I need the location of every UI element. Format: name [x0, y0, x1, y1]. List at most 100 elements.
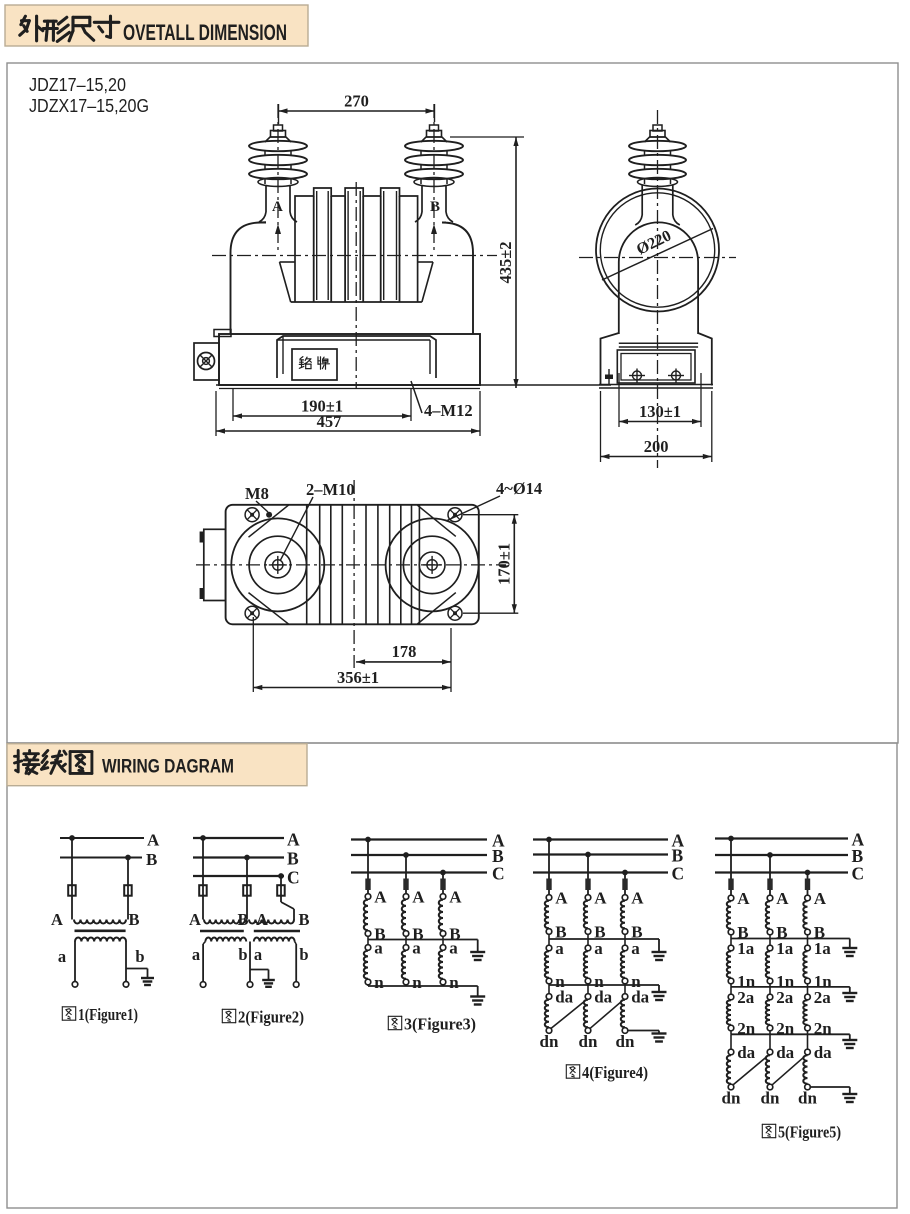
- svg-text:a: a: [254, 945, 262, 964]
- svg-text:B: B: [430, 199, 440, 215]
- svg-text:M8: M8: [245, 484, 269, 503]
- svg-text:dn: dn: [616, 1032, 635, 1051]
- svg-text:B: B: [631, 923, 642, 942]
- svg-text:n: n: [449, 973, 459, 992]
- svg-text:C: C: [672, 864, 685, 884]
- svg-text:356±1: 356±1: [337, 668, 379, 687]
- svg-text:2n: 2n: [776, 1019, 795, 1038]
- svg-text:dn: dn: [798, 1089, 817, 1108]
- svg-text:2a: 2a: [737, 988, 755, 1007]
- svg-text:dn: dn: [761, 1089, 780, 1108]
- svg-text:B: B: [128, 910, 139, 929]
- svg-text:da: da: [555, 988, 573, 1007]
- svg-text:OVETALL DIMENSION: OVETALL DIMENSION: [123, 20, 287, 45]
- svg-text:B: B: [814, 923, 825, 942]
- svg-text:2n: 2n: [814, 1019, 833, 1038]
- svg-text:A: A: [147, 831, 160, 850]
- svg-text:4~Ø14: 4~Ø14: [496, 479, 542, 498]
- svg-text:da: da: [737, 1043, 755, 1062]
- svg-text:da: da: [631, 988, 649, 1007]
- svg-text:B: B: [449, 925, 460, 944]
- svg-text:a: a: [449, 939, 458, 958]
- svg-text:da: da: [814, 1043, 832, 1062]
- svg-text:C: C: [492, 864, 505, 884]
- svg-text:435±2: 435±2: [496, 241, 515, 283]
- svg-text:2a: 2a: [814, 988, 832, 1007]
- svg-text:2–M10: 2–M10: [306, 480, 355, 499]
- svg-text:B: B: [672, 846, 684, 866]
- svg-text:da: da: [776, 1043, 794, 1062]
- svg-text:A: A: [412, 888, 425, 907]
- svg-text:200: 200: [644, 437, 669, 456]
- svg-text:B: B: [492, 846, 504, 866]
- svg-text:JDZX17–15,20G: JDZX17–15,20G: [29, 95, 149, 116]
- svg-text:A: A: [594, 889, 607, 908]
- svg-text:A: A: [272, 199, 283, 215]
- svg-text:1a: 1a: [814, 939, 832, 958]
- svg-text:a: a: [555, 939, 564, 958]
- svg-text:A: A: [374, 888, 387, 907]
- svg-text:3(Figure3): 3(Figure3): [404, 1015, 476, 1034]
- svg-text:A: A: [737, 889, 750, 908]
- svg-text:dn: dn: [722, 1089, 741, 1108]
- svg-text:B: B: [298, 910, 309, 929]
- svg-text:n: n: [412, 973, 422, 992]
- svg-text:A: A: [189, 910, 201, 929]
- svg-text:JDZ17–15,20: JDZ17–15,20: [29, 74, 126, 95]
- svg-text:A: A: [51, 910, 63, 929]
- svg-text:B: B: [555, 923, 566, 942]
- svg-text:A: A: [449, 888, 462, 907]
- svg-text:2n: 2n: [737, 1019, 756, 1038]
- svg-text:B: B: [412, 925, 423, 944]
- svg-text:B: B: [852, 846, 864, 866]
- svg-text:2(Figure2): 2(Figure2): [238, 1008, 304, 1027]
- svg-text:2a: 2a: [776, 988, 794, 1007]
- svg-text:1(Figure1): 1(Figure1): [78, 1005, 138, 1024]
- svg-text:4(Figure4): 4(Figure4): [582, 1063, 648, 1082]
- svg-text:B: B: [374, 925, 385, 944]
- svg-text:a: a: [374, 939, 383, 958]
- svg-text:B: B: [776, 923, 787, 942]
- svg-text:b: b: [299, 945, 308, 964]
- svg-text:270: 270: [344, 92, 369, 111]
- svg-text:1a: 1a: [737, 939, 755, 958]
- svg-text:n: n: [631, 972, 641, 991]
- svg-text:190±1: 190±1: [301, 397, 343, 416]
- svg-text:A: A: [776, 889, 789, 908]
- svg-text:da: da: [594, 988, 612, 1007]
- svg-text:n: n: [555, 972, 565, 991]
- svg-text:a: a: [192, 945, 200, 964]
- svg-text:a: a: [58, 947, 66, 966]
- svg-text:A: A: [287, 830, 300, 850]
- svg-text:5(Figure5): 5(Figure5): [778, 1123, 841, 1142]
- svg-text:n: n: [374, 973, 384, 992]
- svg-text:a: a: [594, 939, 603, 958]
- svg-text:A: A: [555, 889, 568, 908]
- svg-text:b: b: [238, 945, 247, 964]
- svg-text:A: A: [852, 830, 865, 850]
- svg-text:C: C: [287, 868, 300, 888]
- svg-text:A: A: [814, 889, 827, 908]
- svg-text:4–M12: 4–M12: [424, 401, 473, 420]
- svg-text:170±1: 170±1: [494, 543, 513, 585]
- svg-text:A: A: [631, 889, 644, 908]
- svg-text:dn: dn: [579, 1032, 598, 1051]
- svg-text:C: C: [852, 864, 865, 884]
- svg-text:457: 457: [317, 412, 342, 431]
- svg-text:a: a: [412, 939, 421, 958]
- svg-text:B: B: [237, 910, 248, 929]
- svg-text:B: B: [594, 923, 605, 942]
- svg-text:WIRING DAGRAM: WIRING DAGRAM: [102, 756, 234, 778]
- svg-text:B: B: [146, 850, 157, 869]
- svg-text:B: B: [287, 849, 299, 869]
- svg-text:1a: 1a: [776, 939, 794, 958]
- svg-text:dn: dn: [540, 1032, 559, 1051]
- svg-text:178: 178: [392, 642, 417, 661]
- svg-text:a: a: [631, 939, 640, 958]
- svg-text:b: b: [135, 947, 144, 966]
- svg-text:130±1: 130±1: [639, 402, 681, 421]
- svg-text:A: A: [492, 831, 505, 851]
- svg-text:B: B: [737, 923, 748, 942]
- svg-text:A: A: [672, 831, 685, 851]
- svg-text:n: n: [594, 972, 604, 991]
